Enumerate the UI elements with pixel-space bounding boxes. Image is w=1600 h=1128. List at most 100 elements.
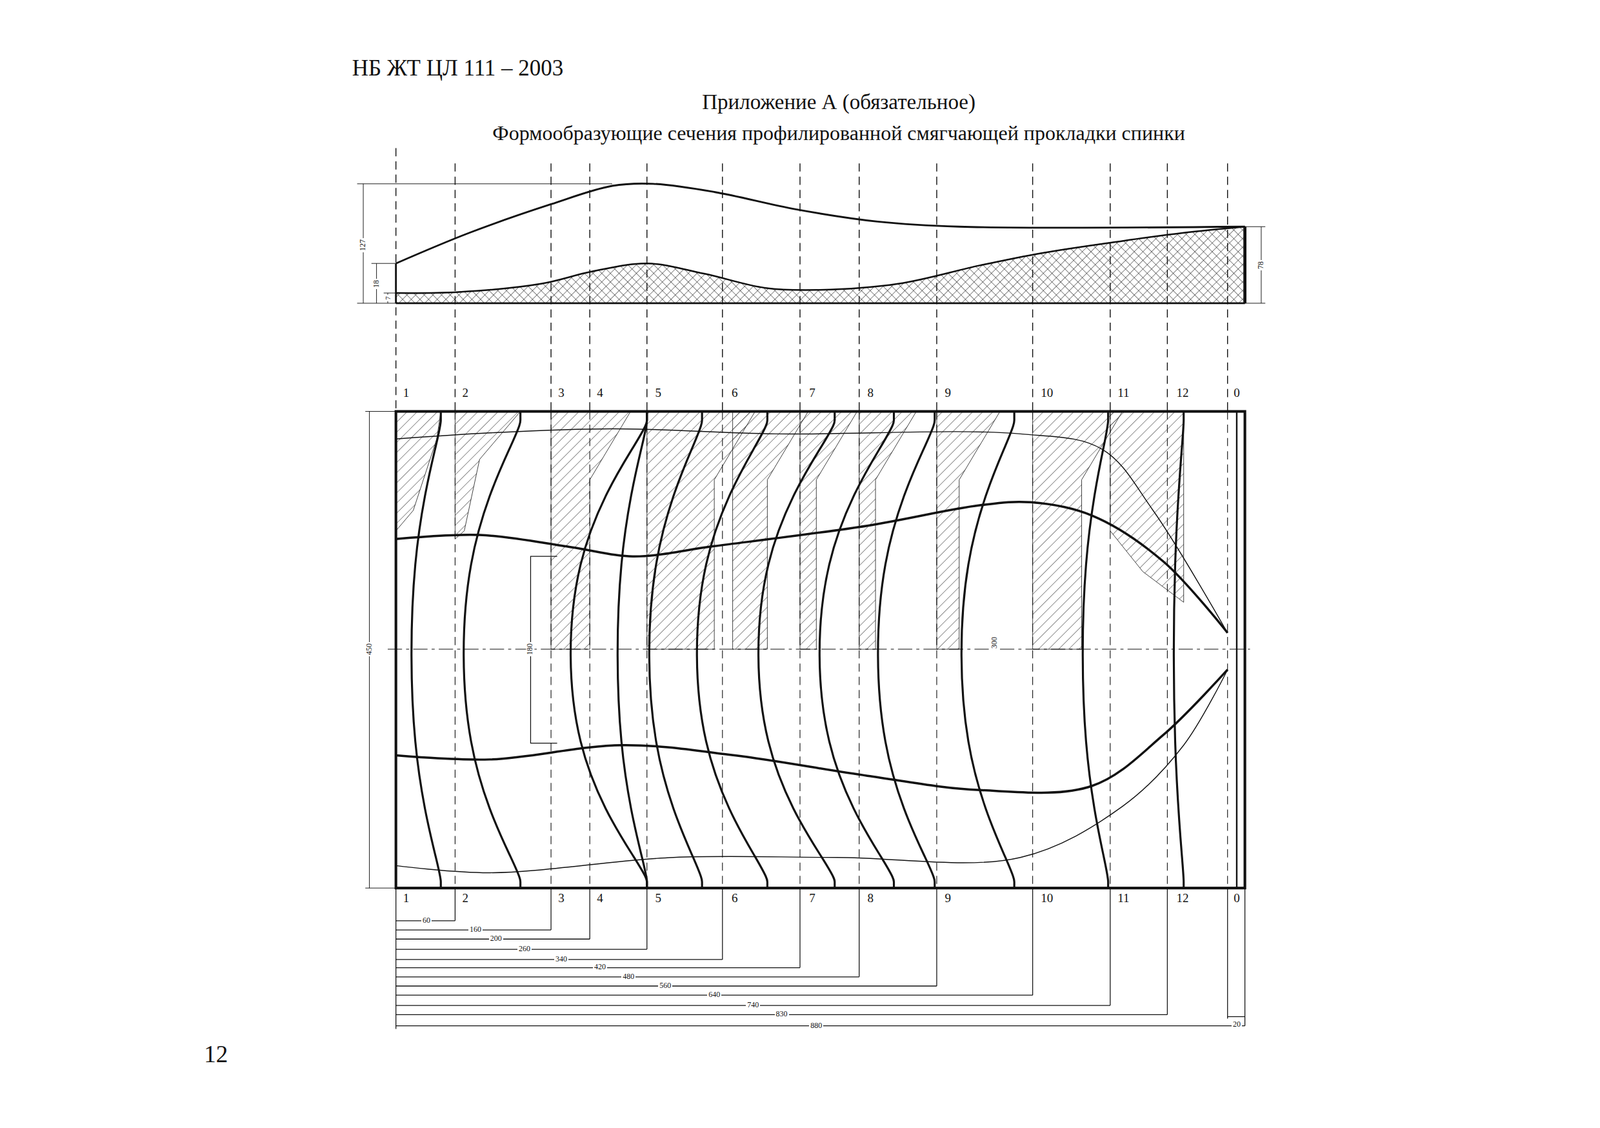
section-contour (617, 411, 647, 889)
section-number: 10 (1039, 890, 1055, 905)
section-number: 2 (460, 385, 470, 400)
edge-line (1236, 411, 1238, 889)
dimension-value: 740 (745, 1000, 760, 1010)
outline-contour (396, 428, 1228, 633)
extension-line (799, 887, 800, 968)
dimension-value: 340 (554, 954, 569, 964)
extension-line (395, 887, 397, 1029)
extension-line (1109, 887, 1111, 1006)
dimension-value: 127 (358, 238, 368, 253)
hatched-zone (396, 411, 442, 531)
dimension-value: 78 (1256, 260, 1266, 271)
dimension-value: 880 (809, 1021, 824, 1030)
hatched-zone (859, 411, 917, 650)
section-number: 1 (401, 385, 411, 400)
centre-line (387, 649, 1250, 650)
dimension-value: 200 (489, 934, 504, 944)
extension-line (357, 183, 613, 184)
section-contour (1082, 411, 1108, 889)
section-contour (878, 411, 935, 889)
section-number: 5 (653, 385, 663, 400)
dimension-line (530, 556, 557, 743)
hatched-zone (936, 411, 1000, 650)
page-number: 12 (203, 1040, 228, 1068)
extension-line (646, 887, 648, 950)
section-number: 7 (807, 385, 817, 400)
section-contour (1174, 411, 1184, 889)
section-number: 9 (943, 890, 953, 905)
section-number: 8 (865, 890, 875, 905)
section-number: 4 (595, 385, 605, 400)
section-number: 3 (556, 890, 566, 905)
section-number: 6 (730, 385, 740, 400)
dimension-value: 420 (592, 963, 608, 972)
section-contour (696, 411, 768, 889)
extension-line (365, 887, 396, 889)
hatched-layer (396, 226, 1246, 304)
plan-frame (396, 411, 1246, 889)
extension-line (858, 887, 860, 977)
dimension-value: 450 (365, 641, 374, 657)
section-number: 0 (1232, 385, 1242, 400)
section-number: 0 (1232, 890, 1242, 905)
dimension-value: 480 (621, 972, 636, 981)
section-number: 12 (1175, 385, 1191, 400)
dimension-value: 180 (526, 641, 535, 657)
section-number: 11 (1116, 890, 1131, 905)
dimension-value: 260 (517, 944, 532, 953)
section-number: 9 (943, 385, 953, 400)
drawing-title: Формообразующие сечения профилированной … (492, 122, 1186, 146)
section-contour (819, 411, 894, 889)
cushion-contour (396, 501, 1228, 633)
section-number: 12 (1175, 890, 1191, 905)
section-number: 10 (1039, 385, 1055, 400)
dimension-value: 830 (774, 1010, 790, 1019)
extension-line (365, 410, 396, 412)
hatched-zone (1032, 411, 1123, 650)
cushion-contour (396, 669, 1228, 793)
section-line (1227, 411, 1228, 889)
extension-line (550, 887, 551, 930)
dimension-value: 7 (383, 294, 392, 302)
section-contour (411, 411, 441, 889)
section-line (799, 163, 800, 411)
section-number: 8 (865, 385, 875, 400)
page-header: НБ ЖТ ЦЛ 111 – 2003 (352, 56, 564, 82)
section-number: 6 (730, 890, 740, 905)
section-number: 4 (595, 890, 605, 905)
section-line (721, 411, 723, 889)
section-number: 11 (1116, 385, 1131, 400)
section-contour (649, 411, 702, 889)
extension-line (454, 887, 456, 921)
section-contour (463, 411, 521, 889)
dimension-value: 160 (468, 925, 483, 934)
hatched-zone (454, 411, 520, 540)
appendix-heading: Приложение А (обязательное) (701, 90, 976, 114)
dimension-line (1227, 1016, 1246, 1017)
section-line (395, 147, 397, 411)
section-number: 7 (807, 890, 817, 905)
profile-edge (394, 263, 397, 304)
dimension-value: 640 (707, 990, 722, 999)
section-number: 3 (556, 385, 566, 400)
extension-line (1245, 302, 1266, 304)
extension-line (1227, 887, 1228, 1019)
extension-line (1245, 226, 1266, 228)
extension-line (721, 887, 723, 960)
section-number: 1 (401, 890, 411, 905)
section-contour (570, 411, 648, 889)
outline-contour (396, 669, 1228, 873)
section-contour (758, 411, 835, 889)
extension-line (371, 263, 397, 264)
extension-line (1167, 887, 1168, 1015)
profile-base (396, 301, 1246, 304)
hatched-zone (1110, 411, 1184, 603)
profile-contour (396, 183, 1246, 264)
dimension-value: 60 (421, 916, 432, 925)
section-number: 2 (460, 890, 470, 905)
dimension-value: 560 (658, 981, 673, 990)
extension-line (936, 887, 937, 986)
extension-line (1244, 887, 1246, 1026)
